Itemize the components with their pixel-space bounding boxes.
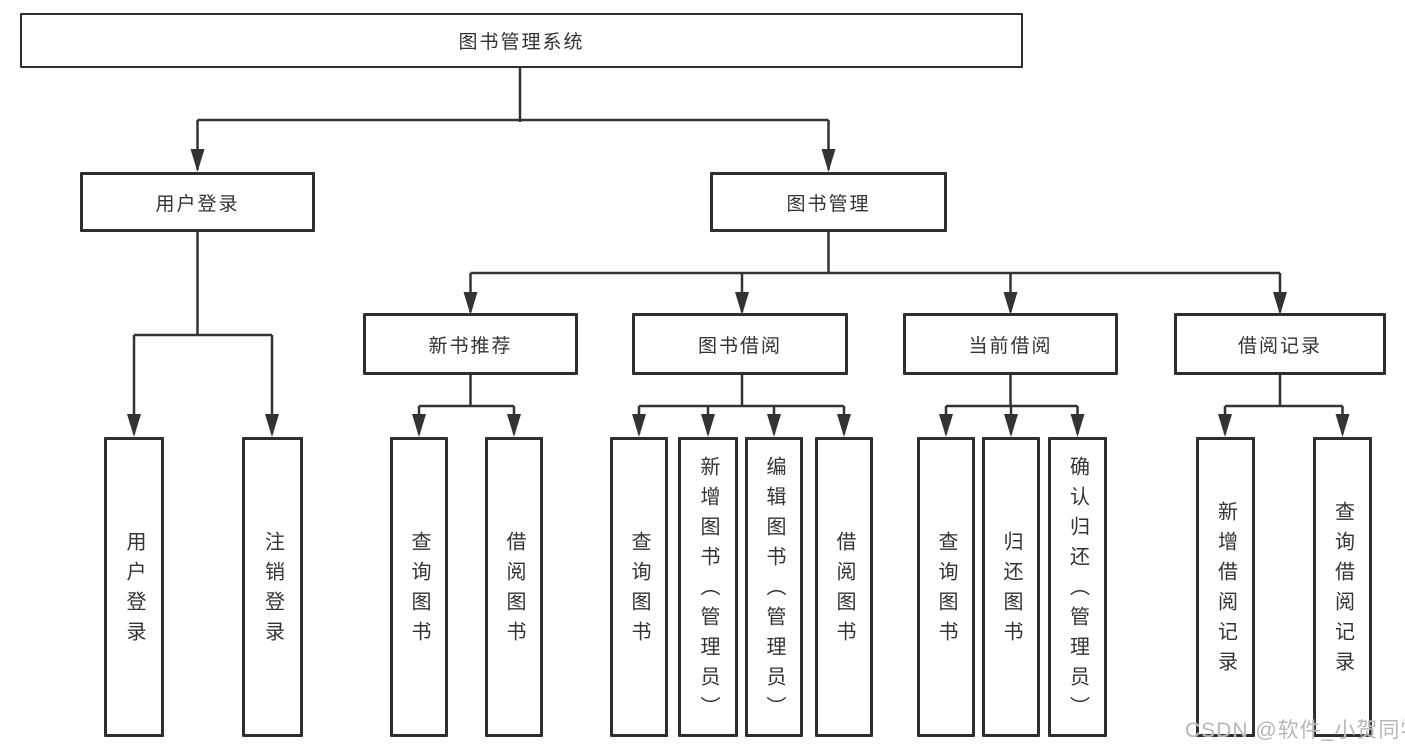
leaf-borrow-edit-books-admin: 编辑图书（管理员） bbox=[745, 437, 803, 737]
leaf-user-login: 用户登录 bbox=[104, 437, 164, 737]
leaf-borrow-add-books-admin: 新增图书（管理员） bbox=[678, 437, 738, 737]
node-current-borrow: 当前借阅 bbox=[903, 313, 1118, 375]
arrowhead bbox=[1070, 414, 1085, 437]
arrowhead bbox=[1004, 414, 1018, 437]
connector-records-children bbox=[1223, 375, 1344, 434]
connector-book-management-children bbox=[469, 232, 1282, 312]
connector-user-login-children bbox=[132, 232, 274, 434]
connector-borrow-children bbox=[637, 375, 846, 434]
arrowhead bbox=[1218, 414, 1232, 437]
leaf-records-add-record: 新增借阅记录 bbox=[1196, 437, 1255, 737]
node-root: 图书管理系统 bbox=[20, 13, 1023, 68]
node-book-borrow: 图书借阅 bbox=[632, 313, 848, 375]
arrowhead bbox=[1003, 292, 1018, 315]
watermark: CSDN @软件_小贺同学 bbox=[1185, 719, 1405, 742]
arrowhead bbox=[837, 414, 851, 437]
arrowhead bbox=[1273, 292, 1287, 315]
node-new-book-recommend: 新书推荐 bbox=[363, 313, 578, 375]
arrowhead bbox=[1335, 414, 1350, 437]
leaf-current-query-books: 查询图书 bbox=[917, 437, 975, 737]
arrowhead bbox=[265, 414, 279, 437]
leaf-current-return-books: 归还图书 bbox=[982, 437, 1040, 737]
arrowhead bbox=[463, 292, 478, 315]
arrowhead bbox=[632, 414, 646, 437]
arrowhead bbox=[412, 414, 426, 437]
node-borrow-records: 借阅记录 bbox=[1174, 313, 1386, 375]
node-book-management: 图书管理 bbox=[710, 172, 947, 232]
arrowhead bbox=[507, 414, 521, 437]
arrowhead bbox=[939, 414, 953, 437]
arrowhead bbox=[701, 414, 715, 437]
arrowhead bbox=[767, 414, 781, 437]
leaf-recommend-borrow-books: 借阅图书 bbox=[485, 437, 543, 737]
leaf-borrow-borrow-books: 借阅图书 bbox=[815, 437, 873, 737]
leaf-records-query-record: 查询借阅记录 bbox=[1313, 437, 1372, 737]
leaf-logout: 注销登录 bbox=[242, 437, 303, 737]
connector-root-to-level2 bbox=[196, 68, 830, 170]
connector-recommend-children bbox=[417, 375, 516, 434]
arrowhead bbox=[190, 149, 205, 172]
arrowhead bbox=[127, 414, 141, 437]
leaf-recommend-query-books: 查询图书 bbox=[390, 437, 448, 737]
arrowhead bbox=[735, 292, 749, 315]
leaf-current-confirm-return-admin: 确认归还（管理员） bbox=[1048, 437, 1107, 737]
leaf-borrow-query-books: 查询图书 bbox=[610, 437, 668, 737]
arrowhead bbox=[821, 149, 836, 172]
node-user-login: 用户登录 bbox=[80, 172, 315, 232]
